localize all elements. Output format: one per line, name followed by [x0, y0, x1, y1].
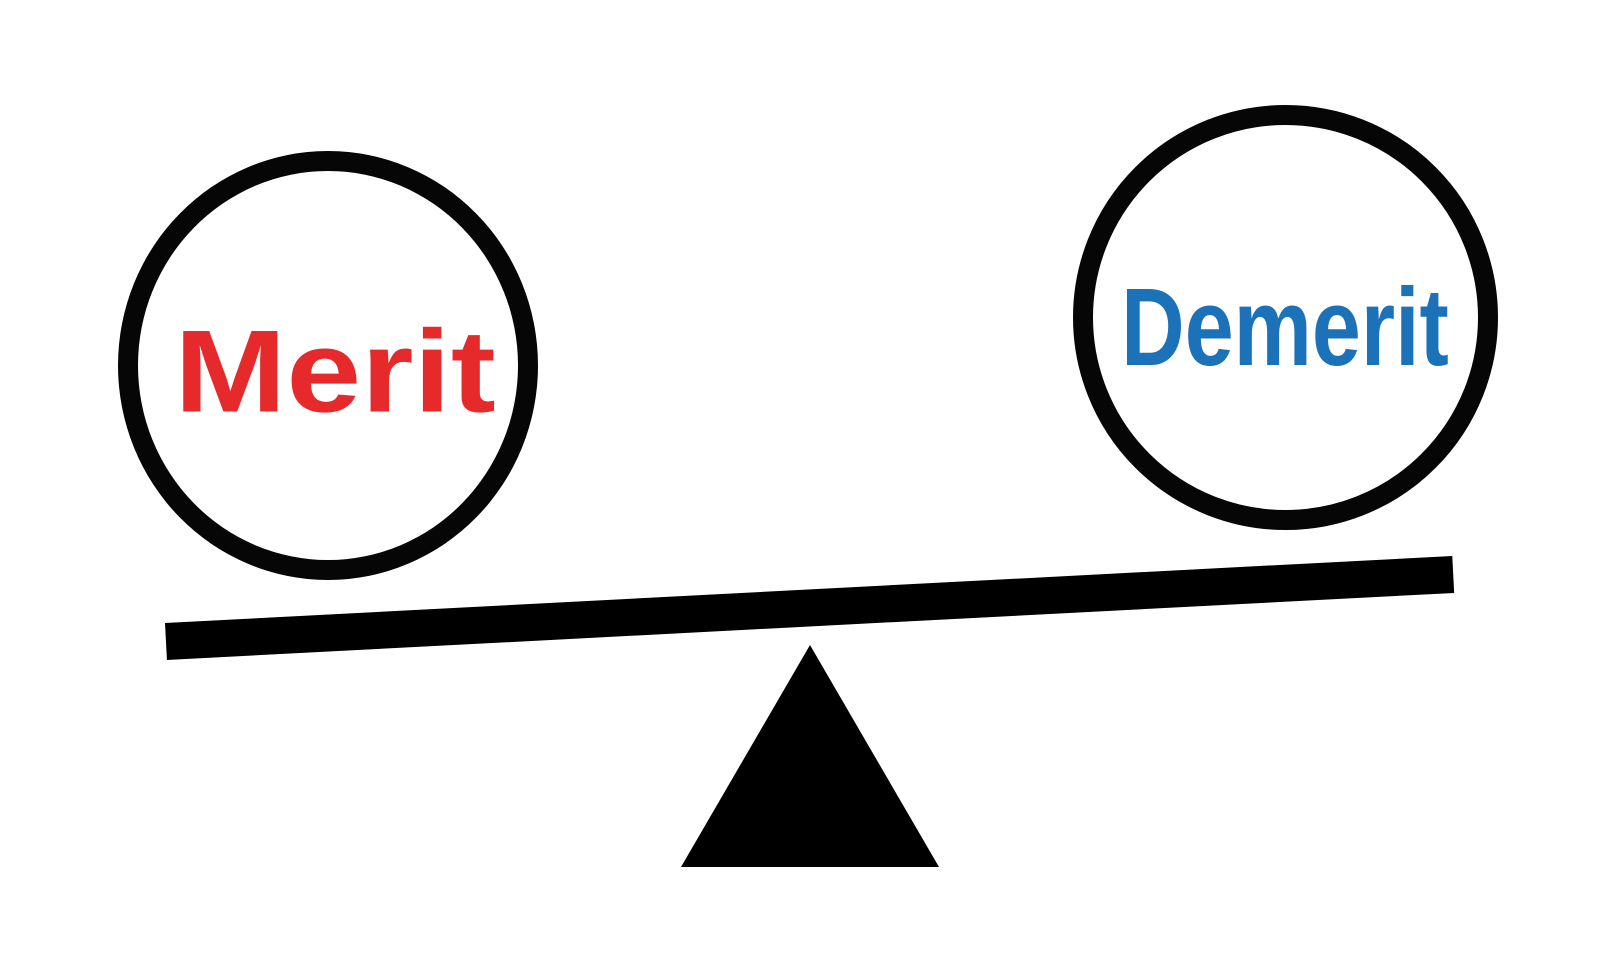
fulcrum-triangle	[681, 645, 939, 867]
demerit-label: Demerit	[1121, 266, 1449, 389]
merit-label: Merit	[174, 305, 496, 437]
